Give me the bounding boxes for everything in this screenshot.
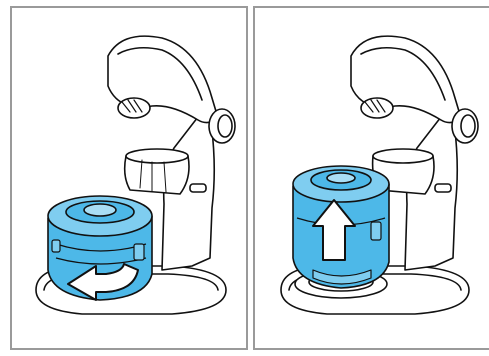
side-latch	[190, 184, 206, 192]
side-latch	[435, 184, 451, 192]
step-2-illustration	[255, 8, 489, 348]
side-knob	[209, 109, 235, 143]
step-2-panel	[253, 6, 489, 350]
side-knob	[452, 109, 478, 143]
step-1-illustration	[12, 8, 246, 348]
step-1-panel	[10, 6, 248, 350]
